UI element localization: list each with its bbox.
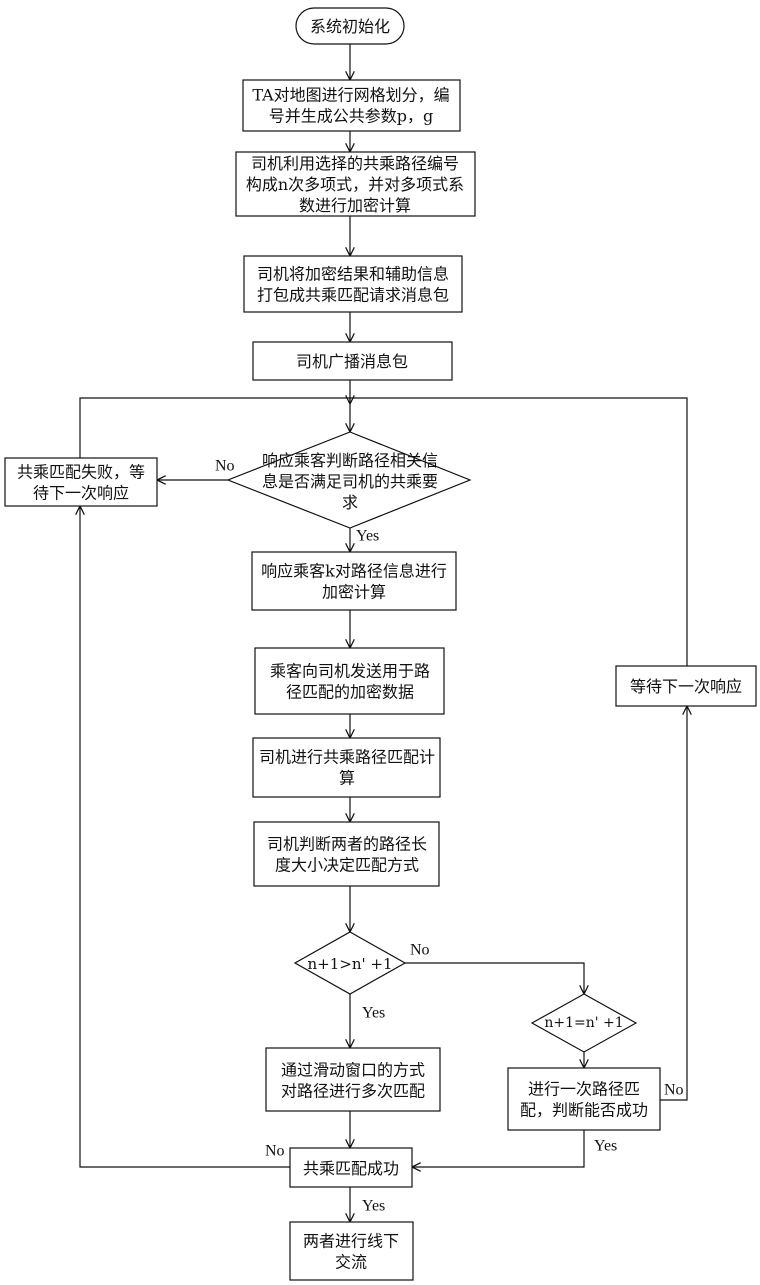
node-text-line: n+1=n' +1: [544, 1015, 623, 1031]
nodes: 系统初始化 TA对地图进行网格划分，编号并生成公共参数p，g 司机利用选择的共乘…: [5, 8, 756, 1280]
node-text-line: 加密计算: [322, 582, 386, 601]
single-match-box: [508, 1068, 660, 1130]
node-text-line: 度大小决定匹配方式: [275, 855, 419, 874]
node-text-line: 系统初始化: [310, 17, 390, 36]
node-text-line: 算: [339, 768, 355, 787]
node-text-line: 打包成共乘匹配请求消息包: [257, 285, 449, 304]
label-gt-no: No: [410, 942, 430, 959]
node-text-line: 待下一次响应: [33, 483, 129, 502]
edge-single-no-to-wait: [660, 706, 687, 1100]
node-text-line: 径匹配的加密数据: [286, 682, 414, 701]
node-text-line: 构成n次多项式，并对多项式系: [246, 175, 464, 194]
node-text-line: n+1>n' +1: [307, 955, 392, 973]
node-text-line: 配，判断能否成功: [520, 1100, 648, 1119]
node-text-line: 求: [342, 493, 358, 512]
label-gt-yes: Yes: [362, 1005, 385, 1022]
edge-single-yes-to-success: [412, 1130, 584, 1167]
node-text-line: 司机利用选择的共乘路径编号: [251, 154, 459, 173]
node-text-line: 共乘匹配失败，等: [17, 462, 145, 481]
label-single-yes: Yes: [594, 1138, 617, 1155]
node-text-line: 司机将加密结果和辅助信息: [257, 264, 449, 283]
match-success-label: 共乘匹配成功: [303, 1159, 399, 1178]
decision-gt-label: n+1>n' +1: [307, 955, 392, 973]
node-text-line: 号并生成公共参数p，g: [269, 106, 434, 125]
decision-eq-label: n+1=n' +1: [544, 1015, 623, 1031]
label-passenger-no: No: [215, 458, 235, 475]
wait-next-label: 等待下一次响应: [630, 677, 742, 696]
driver-broadcast-label: 司机广播消息包: [296, 352, 408, 371]
passenger-send-box: [255, 648, 444, 714]
edge-gt-no-to-eq: [405, 963, 584, 994]
node-text-line: 两者进行线下: [303, 1231, 399, 1250]
node-text-line: 响应乘客判断路径相关信: [262, 451, 438, 470]
node-text-line: 共乘匹配成功: [303, 1159, 399, 1178]
node-text-line: TA对地图进行网格划分，编: [252, 85, 449, 104]
node-text-line: 司机进行共乘路径匹配计: [259, 747, 435, 766]
node-text-line: 通过滑动窗口的方式: [281, 1060, 425, 1079]
start-node-label: 系统初始化: [310, 17, 390, 36]
node-text-line: 交流: [335, 1252, 367, 1271]
driver-judge-box: [254, 822, 439, 886]
node-text-line: 等待下一次响应: [630, 677, 742, 696]
node-text-line: 进行一次路径匹: [528, 1079, 640, 1098]
node-text-line: 息是否满足司机的共乘要: [262, 472, 438, 491]
node-text-line: 司机判断两者的路径长: [267, 834, 427, 853]
label-success-no: No: [265, 1143, 285, 1160]
node-text-line: 对路径进行多次匹配: [281, 1081, 425, 1100]
node-text-line: 乘客向司机发送用于路: [270, 661, 430, 680]
sliding-window-box: [266, 1048, 440, 1111]
node-text-line: 响应乘客k对路径信息进行: [261, 561, 447, 580]
label-success-yes: Yes: [362, 1198, 385, 1215]
node-text-line: 司机广播消息包: [296, 352, 408, 371]
label-passenger-yes: Yes: [356, 528, 379, 545]
edge-wait-to-loop: [350, 398, 687, 666]
label-single-no: No: [664, 1082, 684, 1099]
node-text-line: 数进行加密计算: [299, 196, 411, 215]
